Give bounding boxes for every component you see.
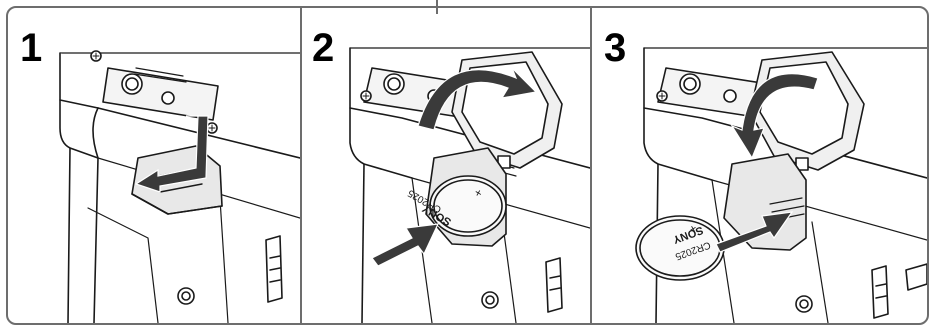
step-panel-3: 3 (592, 8, 927, 323)
step-1-illustration (8, 8, 300, 323)
step-panel-1: 1 (8, 8, 300, 323)
step-2-illustration: + SONY CR2025 (302, 8, 590, 323)
step-3-illustration: + SONY CR2025 (592, 8, 927, 323)
step-panel-2: 2 (302, 8, 590, 323)
